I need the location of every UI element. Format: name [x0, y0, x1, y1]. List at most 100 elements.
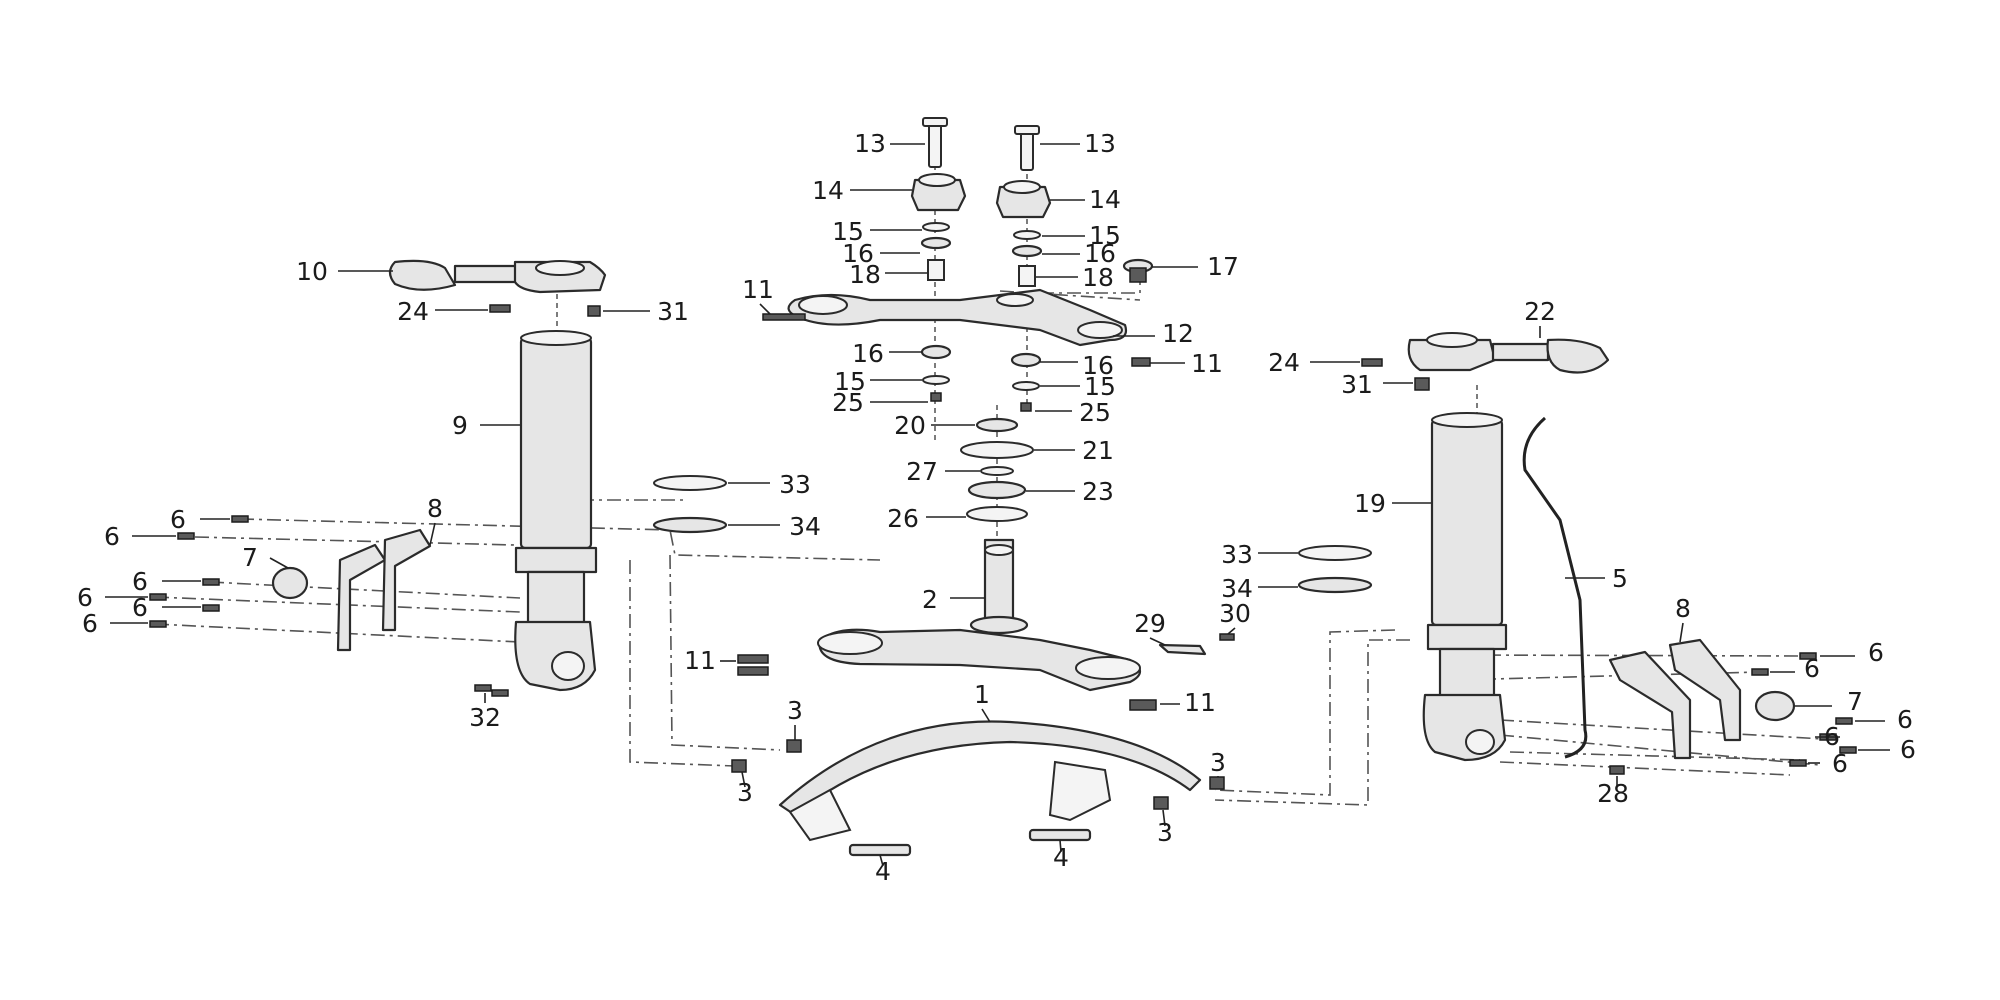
callout-number: 16 — [1084, 239, 1116, 268]
callout-number: 10 — [296, 257, 328, 286]
cap-7-right — [1754, 690, 1796, 722]
bolts-6-left — [149, 515, 249, 628]
callout-leader — [741, 771, 746, 788]
callout-leader — [1679, 622, 1684, 643]
nuts-3 — [731, 739, 1225, 810]
callout-leader — [879, 854, 884, 867]
callout-number: 31 — [1341, 370, 1373, 399]
callout-number: 9 — [452, 411, 468, 440]
callout-number: 3 — [1157, 818, 1173, 847]
callout-number: 31 — [657, 297, 689, 326]
callout-number: 6 — [1900, 735, 1916, 764]
callout-number: 15 — [834, 367, 866, 396]
callout-number: 8 — [1675, 594, 1691, 623]
callout-number: 18 — [849, 260, 881, 289]
callout-number: 13 — [1084, 129, 1116, 158]
bolt-24-nut-31-right — [1361, 358, 1430, 391]
callout-number: 6 — [104, 522, 120, 551]
callout-number: 34 — [789, 512, 821, 541]
callout-leader — [981, 708, 991, 723]
bolt-24-nut-31-left — [489, 304, 601, 317]
callout-number: 18 — [1082, 263, 1114, 292]
callout-number: 25 — [1079, 398, 1111, 427]
callout-number: 7 — [242, 543, 258, 572]
callout-number: 30 — [1219, 599, 1251, 628]
bolt-28 — [1609, 765, 1625, 775]
callout-leader — [1149, 637, 1166, 646]
upper-triple-clamp-12 — [787, 288, 1128, 347]
callout-number: 6 — [1868, 638, 1884, 667]
washers-15-16-18 — [920, 222, 1043, 412]
front-fender-1 — [778, 720, 1202, 842]
callout-number: 6 — [170, 505, 186, 534]
handlebar-holder-14-right — [995, 180, 1052, 219]
handlebar-holder-14-left — [910, 173, 967, 212]
cap-7-left — [271, 566, 309, 600]
steering-nut-17 — [1122, 258, 1154, 283]
callout-number: 2 — [922, 585, 938, 614]
bolts-11-lower — [737, 654, 1157, 711]
bolt-13-left — [922, 117, 948, 168]
callout-leader — [1227, 627, 1236, 635]
callout-number: 13 — [854, 129, 886, 158]
callout-number: 3 — [737, 778, 753, 807]
bolts-32 — [474, 684, 509, 697]
callout-number: 33 — [1221, 540, 1253, 569]
callout-number: 22 — [1524, 297, 1556, 326]
callout-number: 3 — [787, 696, 803, 725]
callout-number: 32 — [469, 703, 501, 732]
steering-stem-2 — [817, 538, 1142, 692]
callout-number: 6 — [1832, 749, 1848, 778]
bracket-8-left — [336, 528, 432, 652]
steering-bearings — [960, 417, 1034, 522]
callout-number: 1 — [974, 680, 990, 709]
callout-number: 6 — [1897, 705, 1913, 734]
callout-number: 26 — [887, 504, 919, 533]
callout-number: 16 — [1082, 351, 1114, 380]
callout-leader — [1059, 839, 1062, 853]
callout-leader — [1162, 809, 1166, 827]
callout-number: 28 — [1597, 779, 1629, 808]
callout-number: 25 — [832, 388, 864, 417]
callout-number: 16 — [842, 239, 874, 268]
callout-number: 14 — [812, 176, 844, 205]
callout-number: 8 — [427, 494, 443, 523]
callout-number: 6 — [1804, 654, 1820, 683]
bolt-11-upper-right — [1131, 357, 1151, 367]
bolt-11-upper-left — [762, 313, 806, 321]
callout-number: 6 — [132, 567, 148, 596]
callout-number: 33 — [779, 470, 811, 499]
callout-number: 14 — [1089, 185, 1121, 214]
callout-number: 27 — [906, 457, 938, 486]
callout-number: 4 — [875, 857, 891, 886]
callout-number: 34 — [1221, 574, 1253, 603]
callout-number: 6 — [1824, 722, 1840, 751]
callout-number: 4 — [1053, 843, 1069, 872]
callout-number: 6 — [132, 593, 148, 622]
handlebar-10-left — [388, 259, 607, 294]
callout-number: 21 — [1082, 436, 1114, 465]
callout-number: 23 — [1082, 477, 1114, 506]
callout-leader — [759, 303, 771, 315]
callout-number: 11 — [684, 646, 716, 675]
callout-number: 15 — [1089, 221, 1121, 250]
brake-pipe-5 — [1522, 416, 1588, 759]
callout-leader — [269, 557, 289, 569]
ring-33-34-right — [1297, 545, 1373, 594]
callout-number: 7 — [1847, 687, 1863, 716]
handlebar-22-right — [1407, 332, 1610, 374]
callout-number: 24 — [1268, 348, 1300, 377]
callout-number: 16 — [852, 339, 884, 368]
callout-number: 11 — [1191, 349, 1223, 378]
callout-number: 6 — [82, 609, 98, 638]
callout-number: 3 — [1210, 748, 1226, 777]
callout-number: 6 — [77, 583, 93, 612]
callout-number: 24 — [397, 297, 429, 326]
fork-tube-19-right — [1422, 412, 1508, 762]
callout-number: 11 — [1184, 688, 1216, 717]
callout-number: 19 — [1354, 489, 1386, 518]
clip-29-bolt-30 — [1158, 633, 1235, 656]
